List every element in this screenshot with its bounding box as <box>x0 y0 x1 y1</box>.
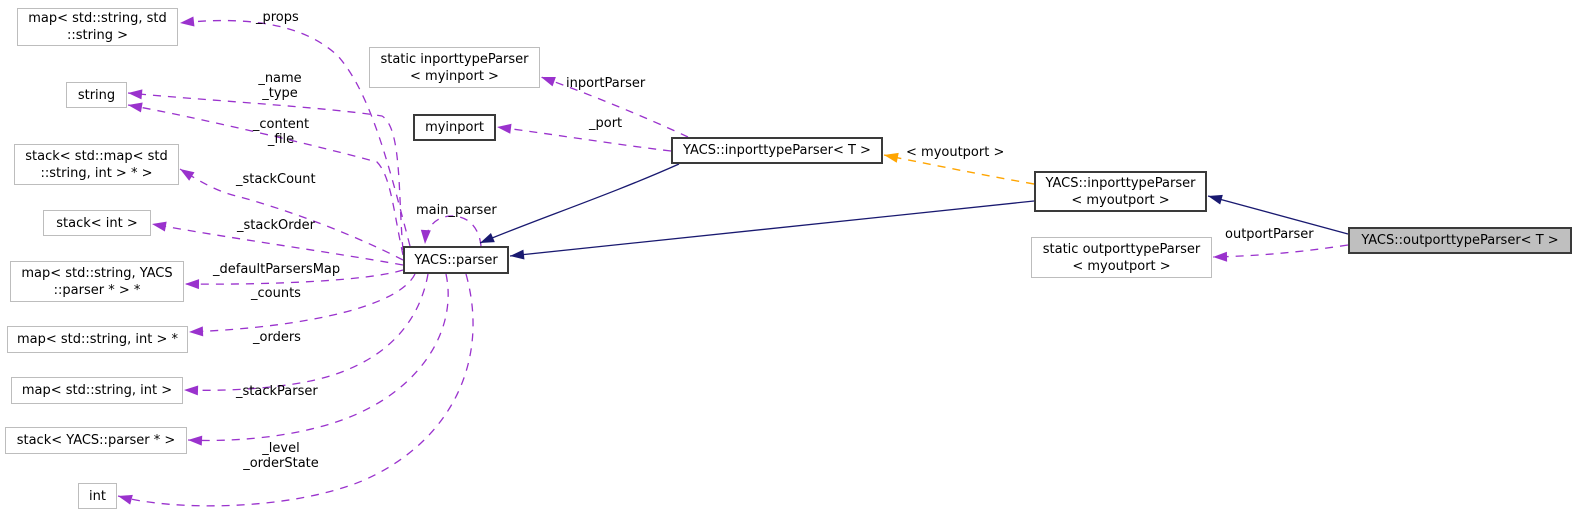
node-map-std-string-yacs-parser-ptr: map< std::string, YACS ::parser * > * <box>10 261 184 302</box>
edge-stackcount <box>179 168 404 261</box>
edge-content-file <box>127 102 404 256</box>
node-myinport[interactable]: myinport <box>413 114 496 141</box>
edge-stackorder <box>151 221 404 266</box>
edge-label-orders: _orders <box>253 330 301 345</box>
edge-main-parser-self-loop <box>420 215 482 247</box>
edge-label-counts: _counts <box>251 286 301 301</box>
edge-label-port: _port <box>589 116 623 131</box>
edge-label-content-file: _content _file <box>252 117 310 147</box>
node-map-std-string-int-ptr: map< std::string, int > * <box>7 326 188 353</box>
edge-inheritance-inporttypeparser-myoutport-to-parser <box>509 200 1035 260</box>
edge-port <box>496 123 672 152</box>
edge-inportparser <box>540 76 689 138</box>
node-stack-yacs-parser-ptr: stack< YACS::parser * > <box>5 427 187 454</box>
edge-label-main-parser: main_parser <box>416 203 497 218</box>
node-yacs-parser[interactable]: YACS::parser <box>403 246 509 274</box>
edge-template-instance-myoutport <box>883 152 1035 185</box>
edge-outportparser <box>1212 244 1349 262</box>
edge-defaultparsersmap <box>184 269 404 290</box>
edge-label-outportparser: outportParser <box>1225 227 1314 242</box>
edge-orders <box>183 273 429 396</box>
node-static-inporttypeparser-myinport: static inporttypeParser < myinport > <box>369 47 540 88</box>
edge-label-stackorder: _stackOrder <box>237 218 315 233</box>
edge-label-stackparser: _stackParser <box>236 384 318 399</box>
node-map-std-string-std-string: map< std::string, std ::string > <box>17 8 178 46</box>
edge-counts <box>188 273 416 337</box>
edge-level-orderstate <box>117 273 474 507</box>
node-int: int <box>78 483 117 509</box>
edge-name-type <box>127 89 404 251</box>
node-string: string <box>66 82 127 108</box>
edge-inheritance-inporttypeparser-t-to-parser <box>479 163 680 244</box>
edge-inheritance-outporttypeparser-t-to-inporttypeparser-myoutport <box>1207 194 1349 235</box>
node-stack-map-std-string-int-ptr: stack< std::map< std ::string, int > * > <box>14 144 179 185</box>
node-static-outporttypeparser-myoutport: static outporttypeParser < myoutport > <box>1031 237 1212 278</box>
node-map-std-string-int: map< std::string, int > <box>11 377 183 404</box>
edge-label-stackcount: _stackCount <box>236 172 316 187</box>
edge-label-props: _props <box>256 10 299 25</box>
edge-label-template-myoutport: < myoutport > <box>906 145 1005 160</box>
edge-label-inportparser: inportParser <box>566 76 646 91</box>
node-yacs-outporttypeparser-t-current: YACS::outporttypeParser< T > <box>1348 227 1572 254</box>
edge-label-defaultparsersmap: _defaultParsersMap <box>213 262 341 277</box>
edge-stackparser <box>187 273 449 446</box>
node-yacs-inporttypeparser-t[interactable]: YACS::inporttypeParser< T > <box>671 137 883 164</box>
edge-label-name-type: _name _type <box>258 71 302 101</box>
edge-label-level-orderstate: _level _orderState <box>243 441 319 471</box>
node-stack-int: stack< int > <box>43 210 151 236</box>
node-yacs-inporttypeparser-myoutport[interactable]: YACS::inporttypeParser < myoutport > <box>1034 171 1207 212</box>
